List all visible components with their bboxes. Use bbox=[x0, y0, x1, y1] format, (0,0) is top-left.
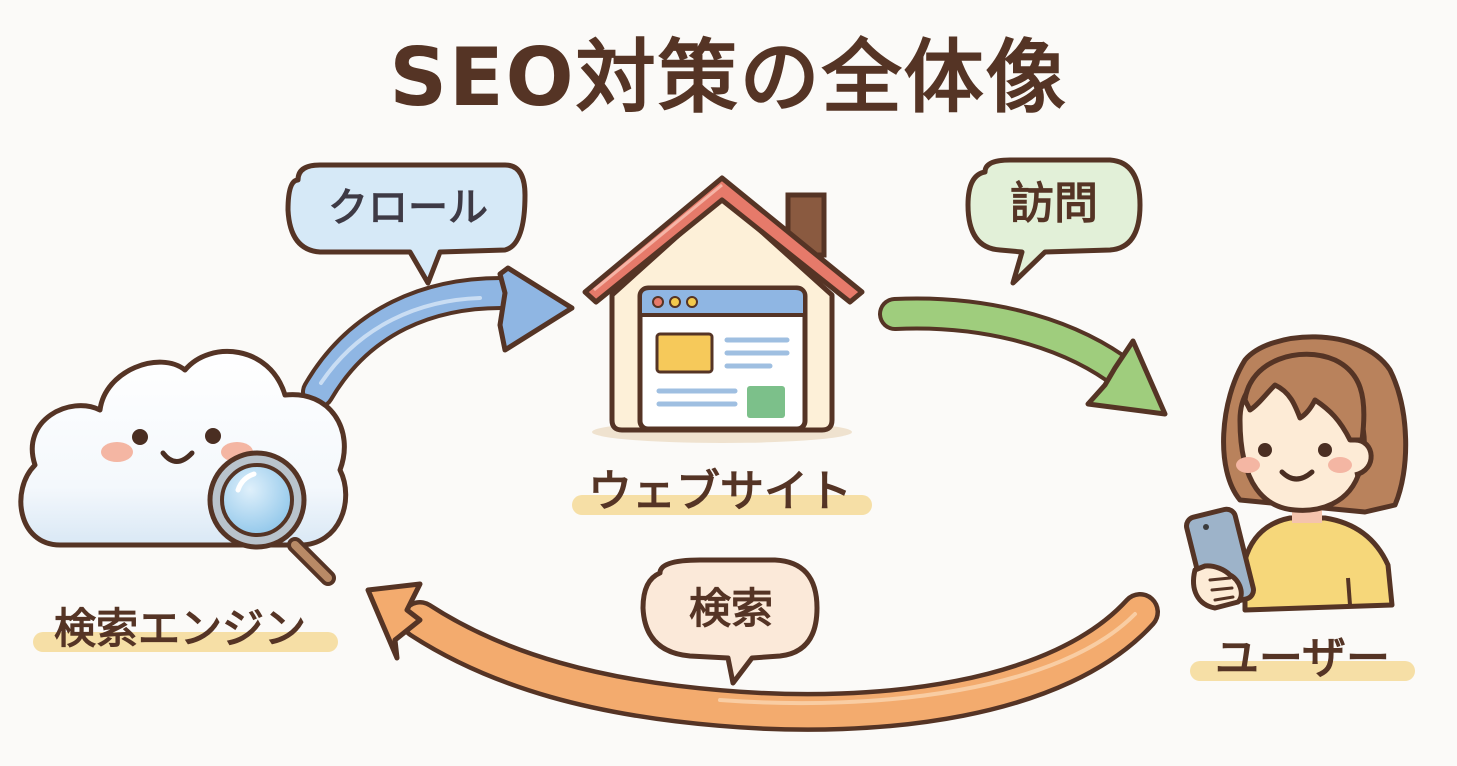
visit-bubble bbox=[965, 157, 1143, 286]
website-label-highlight bbox=[572, 495, 872, 515]
website-label: ウェブサイト bbox=[588, 466, 852, 517]
house-with-browser-icon bbox=[582, 175, 865, 443]
visit-arrow bbox=[878, 296, 1168, 417]
user-with-phone-icon bbox=[1184, 334, 1409, 613]
diagram-title: SEO対策の全体像 bbox=[389, 31, 1068, 124]
crawl-label: クロール bbox=[328, 185, 488, 231]
search-engine-label: 検索エンジン bbox=[53, 604, 306, 653]
crawl-arrow bbox=[301, 265, 575, 409]
cloud-with-magnifier-icon bbox=[18, 348, 349, 586]
search-bubble bbox=[640, 557, 820, 686]
search-label: 検索 bbox=[688, 584, 773, 633]
crawl-bubble bbox=[285, 162, 528, 286]
search-engine-label-highlight bbox=[33, 632, 338, 652]
search-arrow bbox=[365, 581, 1160, 732]
visit-label: 訪問 bbox=[1010, 178, 1098, 229]
user-label-highlight bbox=[1190, 661, 1415, 681]
user-label: ユーザー bbox=[1214, 633, 1391, 684]
